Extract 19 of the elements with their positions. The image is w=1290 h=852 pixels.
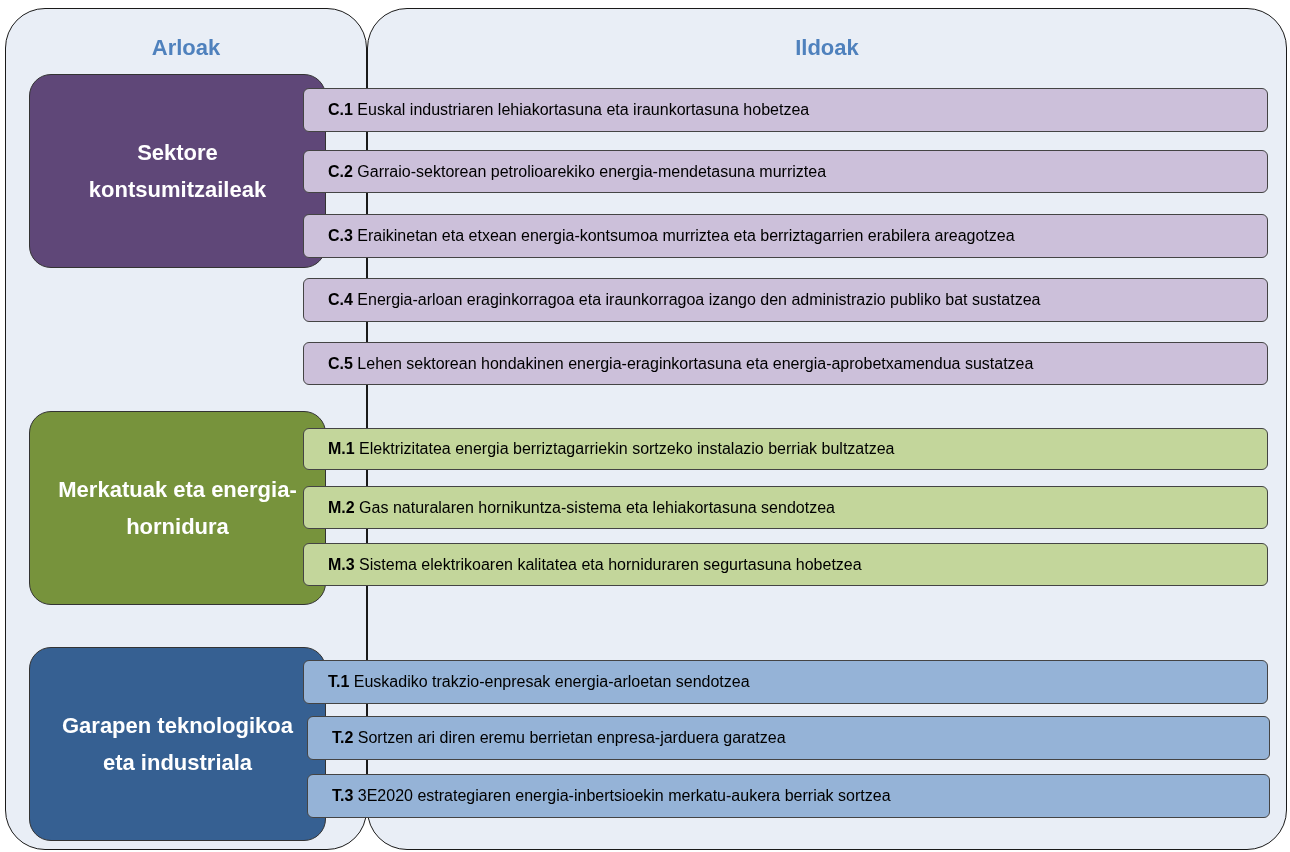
line-text: C.5 Lehen sektorean hondakinen energia-eraginkortasuna eta energia-aprobetxamendua sustatzea — [328, 353, 1034, 374]
line-text: C.1 Euskal industriaren lehiakortasuna eta iraunkortasuna hobetzea — [328, 100, 810, 120]
line-text: M.3 Sistema elektrikoaren kalitatea eta horniduraren segurtasuna hobetzea — [328, 554, 862, 575]
area-box — [29, 74, 326, 268]
area-box — [29, 647, 326, 841]
area-title: Sektore kontsumitzaileak — [87, 139, 268, 204]
area-title: Garapen teknologikoa eta industriala — [60, 712, 295, 777]
line-text: M.2 Gas naturalaren hornikuntza-sistema eta lehiakortasuna sendotzea — [328, 497, 835, 518]
area-box — [29, 411, 326, 605]
line-text: M.1 Elektrizitatea energia berriztagarriekin sortzeko instalazio berriak bultzatzea — [328, 439, 895, 459]
line-text: T.1 Euskadiko trakzio-enpresak energia-arloetan sendotzea — [328, 672, 750, 692]
line-text: T.3 3E2020 estrategiaren energia-inbertsioekin merkatu-aukera berriak sortzea — [332, 786, 891, 806]
panel-heading: Arloak — [151, 34, 221, 62]
line-text: C.4 Energia-arloan eraginkorragoa eta iraunkorragoa izango den administrazio publiko bat sustatzea — [328, 290, 1041, 310]
panel-heading: Ildoak — [795, 34, 859, 62]
line-text: T.2 Sortzen ari diren eremu berrietan enpresa-jarduera garatzea — [332, 728, 786, 748]
area-title: Merkatuak eta energia-hornidura — [57, 476, 298, 541]
line-text: C.2 Garraio-sektorean petrolioarekiko energia-mendetasuna murriztea — [328, 161, 827, 182]
line-text: C.3 Eraikinetan eta etxean energia-kontsumoa murriztea eta berriztagarrien erabilera areagotzea — [328, 226, 1015, 246]
